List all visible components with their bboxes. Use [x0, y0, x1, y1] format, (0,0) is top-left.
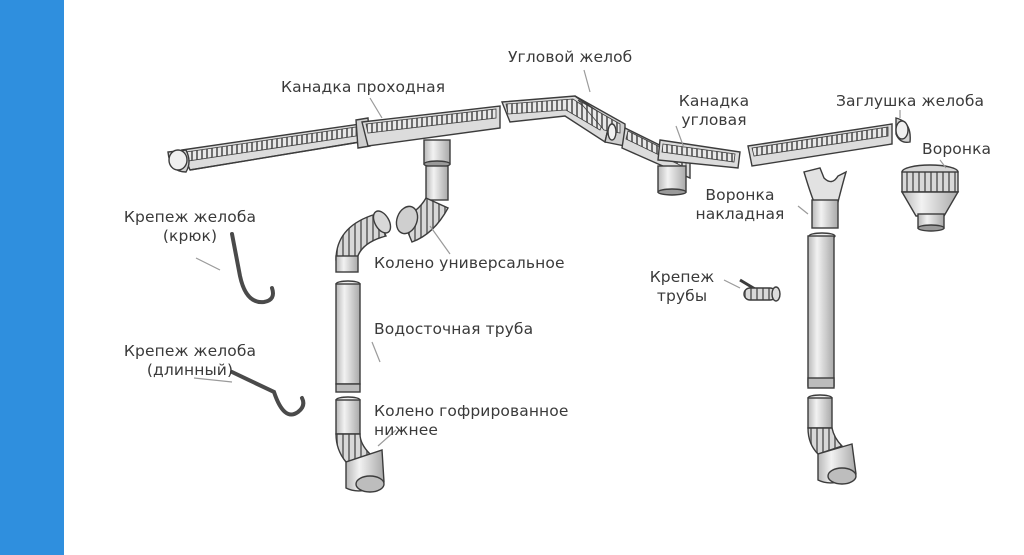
- leader-universal-elbow: [429, 225, 451, 255]
- leader-funnel: [939, 159, 947, 169]
- label-funnel: Воронка: [922, 140, 992, 158]
- overlay-funnel-right: [803, 167, 848, 229]
- leader-pipe-bracket: [723, 279, 741, 289]
- gutter-end-cap-right: [895, 117, 911, 144]
- label-universal-elbow: Колено универсальное: [374, 254, 565, 272]
- elbow-corrugated-upper: [335, 210, 392, 273]
- label-gutter-long: Крепеж желоба (длинный): [108, 342, 272, 380]
- label-overlay-funnel-line2: накладная: [695, 205, 785, 223]
- leader-corrugated-elbow: [377, 429, 397, 447]
- label-gutter-hook-line2: (крюк): [162, 227, 218, 245]
- label-gutter-hook: Крепеж желоба (крюк): [108, 208, 272, 246]
- leader-corner-connector: [675, 125, 685, 149]
- corner-gutter: [500, 95, 626, 147]
- label-gutter-long-line1: Крепеж желоба: [123, 342, 257, 360]
- leader-lines: [193, 69, 947, 447]
- corner-connector: [657, 139, 741, 169]
- label-pipe-bracket: Крепеж трубы: [646, 268, 718, 306]
- gutter-middle-section: [361, 105, 501, 147]
- label-pass-connector: Канадка проходная: [281, 78, 446, 96]
- label-gutter-hook-line1: Крепеж желоба: [123, 208, 257, 226]
- gutter-hook-bracket: [230, 232, 275, 305]
- gutter-system-diagram: [167, 69, 960, 493]
- gutter-long-bracket: [230, 370, 306, 417]
- label-corner-connector-line2: угловая: [681, 111, 747, 129]
- leader-corner-gutter: [583, 69, 591, 93]
- label-overlay-funnel: Воронка накладная: [684, 186, 796, 224]
- overlay-funnel-gutter: [657, 165, 687, 196]
- label-downpipe: Водосточная труба: [374, 320, 534, 338]
- leader-overlay-funnel: [797, 205, 809, 215]
- label-gutter-cap: Заглушка желоба: [836, 92, 985, 110]
- corrugated-elbow-lower-right: [807, 394, 857, 485]
- label-pipe-bracket-line2: трубы: [656, 287, 708, 305]
- label-overlay-funnel-line1: Воронка: [705, 186, 775, 204]
- downpipe-left: [335, 280, 361, 393]
- label-corner-connector: Канадка угловая: [664, 92, 764, 130]
- leader-gutter-hook: [195, 257, 221, 271]
- label-corrugated-elbow-line2: нижнее: [374, 421, 438, 439]
- universal-elbow: [395, 165, 449, 243]
- label-corner-connector-line1: Канадка: [678, 92, 750, 110]
- label-pipe-bracket-line1: Крепеж: [649, 268, 715, 286]
- label-corner-gutter: Угловой желоб: [508, 48, 633, 66]
- leader-gutter-long: [193, 377, 233, 383]
- gutter-right-section: [747, 123, 893, 167]
- pipe-bracket: [739, 278, 781, 302]
- leader-downpipe: [371, 341, 381, 363]
- corrugated-elbow-lower-left: [335, 396, 385, 493]
- gutter-end-cap-left: [167, 149, 190, 173]
- funnel-under-left: [423, 139, 451, 168]
- accent-bar: [0, 0, 64, 555]
- downpipe-right: [807, 232, 836, 389]
- label-corrugated-elbow: Колено гофрированное нижнее: [374, 402, 569, 440]
- label-corrugated-elbow-line1: Колено гофрированное: [374, 402, 569, 420]
- leader-pass-connector: [369, 97, 383, 119]
- funnel: [900, 164, 960, 232]
- gutter-left-section: [181, 123, 361, 171]
- label-gutter-long-line2: (длинный): [146, 361, 234, 379]
